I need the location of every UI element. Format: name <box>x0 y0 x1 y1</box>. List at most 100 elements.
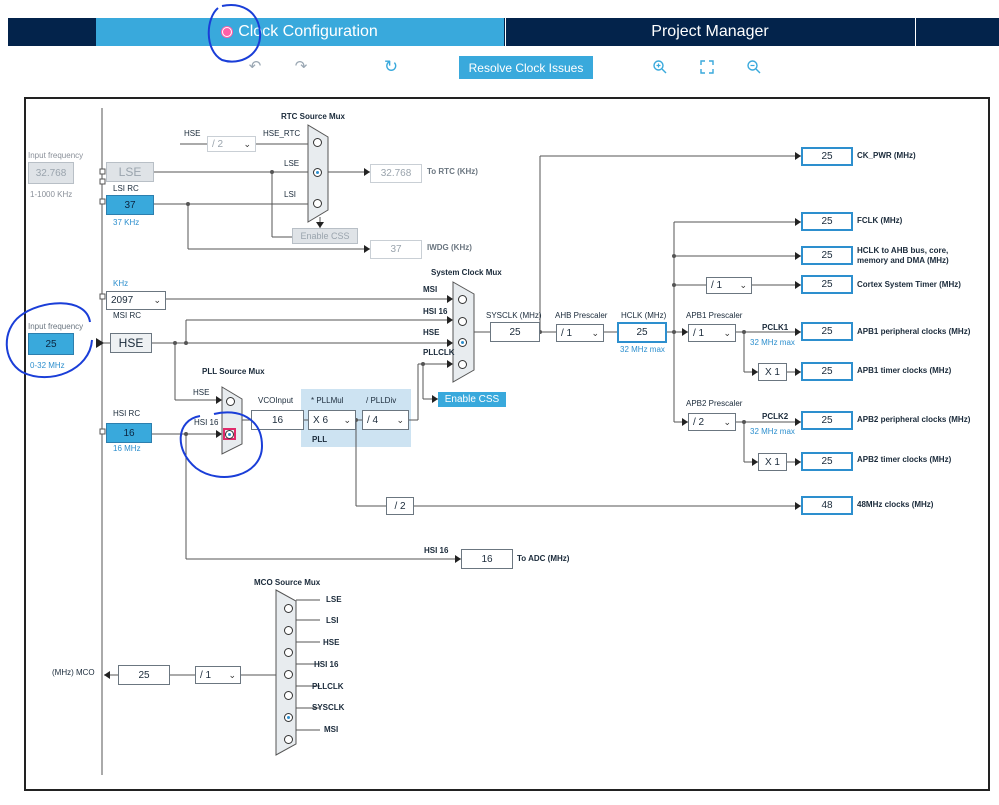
pll-mux-hsi16-radio[interactable] <box>225 430 234 439</box>
rtc-mux-title: RTC Source Mux <box>281 112 346 121</box>
hclk-label: HCLK (MHz) <box>621 311 667 320</box>
apb2-timer-output[interactable]: 25 <box>801 452 853 471</box>
mco-mux-lsi-radio[interactable] <box>284 626 293 635</box>
tab-clock-configuration[interactable]: Clock Configuration <box>96 18 504 46</box>
pclk1-label: PCLK1 <box>762 323 789 332</box>
adc-hsi16-label: HSI 16 <box>424 546 449 555</box>
iwdg-output-label: IWDG (KHz) <box>427 243 472 252</box>
apb1-prescaler-value: / 1 <box>693 327 705 339</box>
zoom-in-icon[interactable] <box>651 58 669 76</box>
rtc-lse-label: LSE <box>284 159 300 168</box>
mco-label: (MHz) MCO <box>52 668 95 677</box>
pll-div-label: / PLLDiv <box>366 396 397 405</box>
fit-to-screen-icon[interactable] <box>698 58 716 76</box>
apb1-prescaler-select[interactable]: / 1 ⌄ <box>688 324 736 342</box>
rtc-mux-lse-radio[interactable] <box>313 168 322 177</box>
apb2-max-label: 32 MHz max <box>750 427 795 436</box>
hsi-rc-value: 16 <box>106 423 152 443</box>
hse-rtc-divider-value: / 2 <box>212 138 224 150</box>
pll-mul-select[interactable]: X 6 ⌄ <box>308 410 356 430</box>
mco-mux-hse-radio[interactable] <box>284 648 293 657</box>
apb1-prescaler-label: APB1 Prescaler <box>686 311 743 320</box>
sysclk-field: 25 <box>490 322 540 342</box>
rtc-output-label: To RTC (KHz) <box>427 167 478 176</box>
apb1-peripheral-output[interactable]: 25 <box>801 322 853 341</box>
rtc-mux-lsi-radio[interactable] <box>313 199 322 208</box>
resolve-clock-issues-button[interactable]: Resolve Clock Issues <box>459 56 593 79</box>
sys-mux-hsi16-radio[interactable] <box>458 317 467 326</box>
mco-mux-sysclk-radio[interactable] <box>284 713 293 722</box>
annotation-circle-pll-hsi <box>179 411 264 478</box>
chevron-down-icon: ⌄ <box>723 327 731 338</box>
mco-input-hse: HSE <box>323 638 340 647</box>
hse-source: HSE <box>110 333 152 353</box>
hsi-rc-label: HSI RC <box>113 409 141 418</box>
sys-mux-hse-radio[interactable] <box>458 338 467 347</box>
apb1-timer-output[interactable]: 25 <box>801 362 853 381</box>
mco-mux-msi-radio[interactable] <box>284 735 293 744</box>
msi-range-value: 2097 <box>111 295 134 306</box>
redo-icon[interactable]: ↷ <box>294 58 308 75</box>
apb1-peripheral-label: APB1 peripheral clocks (MHz) <box>857 327 971 336</box>
mco-mux-hsi16-radio[interactable] <box>284 670 293 679</box>
mco-divider-select[interactable]: / 1⌄ <box>195 666 241 684</box>
rtc-mux-hse-radio[interactable] <box>313 138 322 147</box>
apb1-timer-label: APB1 timer clocks (MHz) <box>857 366 952 375</box>
chevron-down-icon: ⌄ <box>343 414 351 425</box>
msi-range-select[interactable]: 2097 ⌄ <box>106 291 166 310</box>
cortex-timer-divider-value: / 1 <box>711 280 723 291</box>
usb-divider: / 2 <box>386 497 414 515</box>
ck-pwr-label: CK_PWR (MHz) <box>857 151 916 160</box>
apb2-peripheral-output[interactable]: 25 <box>801 411 853 430</box>
hse-range-label: 0-32 MHz <box>30 361 65 370</box>
sysclk-label: SYSCLK (MHz) <box>486 311 542 320</box>
zoom-out-icon[interactable] <box>745 58 763 76</box>
fclk-output[interactable]: 25 <box>801 212 853 231</box>
ahb-prescaler-select[interactable]: / 1⌄ <box>556 324 604 342</box>
lsi-rc-label: LSI RC <box>113 184 139 193</box>
chevron-down-icon: ⌄ <box>591 327 599 338</box>
hclk-ahb-output[interactable]: 25 <box>801 246 853 265</box>
sys-mux-pllclk-radio[interactable] <box>458 360 467 369</box>
apb2-prescaler-value: / 2 <box>693 416 705 428</box>
mco-mux-pllclk-radio[interactable] <box>284 691 293 700</box>
chevron-down-icon: ⌄ <box>739 280 747 290</box>
pll-mux-hse-radio[interactable] <box>226 397 235 406</box>
apb2-prescaler-select[interactable]: / 2 ⌄ <box>688 413 736 431</box>
sys-mux-msi-radio[interactable] <box>458 295 467 304</box>
hclk-field[interactable]: 25 <box>617 322 667 343</box>
ck-pwr-output[interactable]: 25 <box>801 147 853 166</box>
hse-input-frequency-field[interactable]: 25 <box>28 333 74 355</box>
chevron-down-icon: ⌄ <box>153 295 161 305</box>
mco-output-field: 25 <box>118 665 170 685</box>
vco-input-label: VCOInput <box>258 396 294 405</box>
tab-project-manager[interactable]: Project Manager <box>506 18 914 46</box>
lse-input-frequency-field[interactable]: 32.768 <box>28 162 74 184</box>
hse-rtc-divider-select[interactable]: / 2 ⌄ <box>207 136 256 152</box>
lse-source: LSE <box>106 162 154 182</box>
mco-input-lse: LSE <box>326 595 342 604</box>
undo-icon[interactable]: ↶ <box>248 58 262 75</box>
refresh-icon[interactable]: ↻ <box>383 57 399 76</box>
rtc-output-field: 32.768 <box>370 164 422 183</box>
pll-mul-value: X 6 <box>313 414 329 426</box>
rtc-enable-css-button[interactable]: Enable CSS <box>292 228 358 244</box>
mco-mux-lse-radio[interactable] <box>284 604 293 613</box>
tab-divider <box>915 18 916 46</box>
annotation-circle-tab <box>207 4 262 63</box>
hclk-ahb-output-value: 25 <box>821 250 833 261</box>
mco-input-sysclk: SYSCLK <box>312 703 345 712</box>
sysmux-hsi16-label: HSI 16 <box>423 307 448 316</box>
chevron-down-icon: ⌄ <box>396 414 404 425</box>
msi-rc-label: MSI RC <box>113 311 141 320</box>
pll-div-select[interactable]: / 4 ⌄ <box>362 410 409 430</box>
cortex-timer-output[interactable]: 25 <box>801 275 853 294</box>
enable-css-button[interactable]: Enable CSS <box>438 392 506 407</box>
pll-div-value: / 4 <box>367 414 379 426</box>
cortex-timer-divider-select[interactable]: / 1 ⌄ <box>706 277 752 294</box>
chevron-down-icon: ⌄ <box>243 138 251 149</box>
48mhz-output[interactable]: 48 <box>801 496 853 515</box>
apb1-timer-multiplier: X 1 <box>758 363 787 381</box>
chevron-down-icon: ⌄ <box>723 416 731 427</box>
